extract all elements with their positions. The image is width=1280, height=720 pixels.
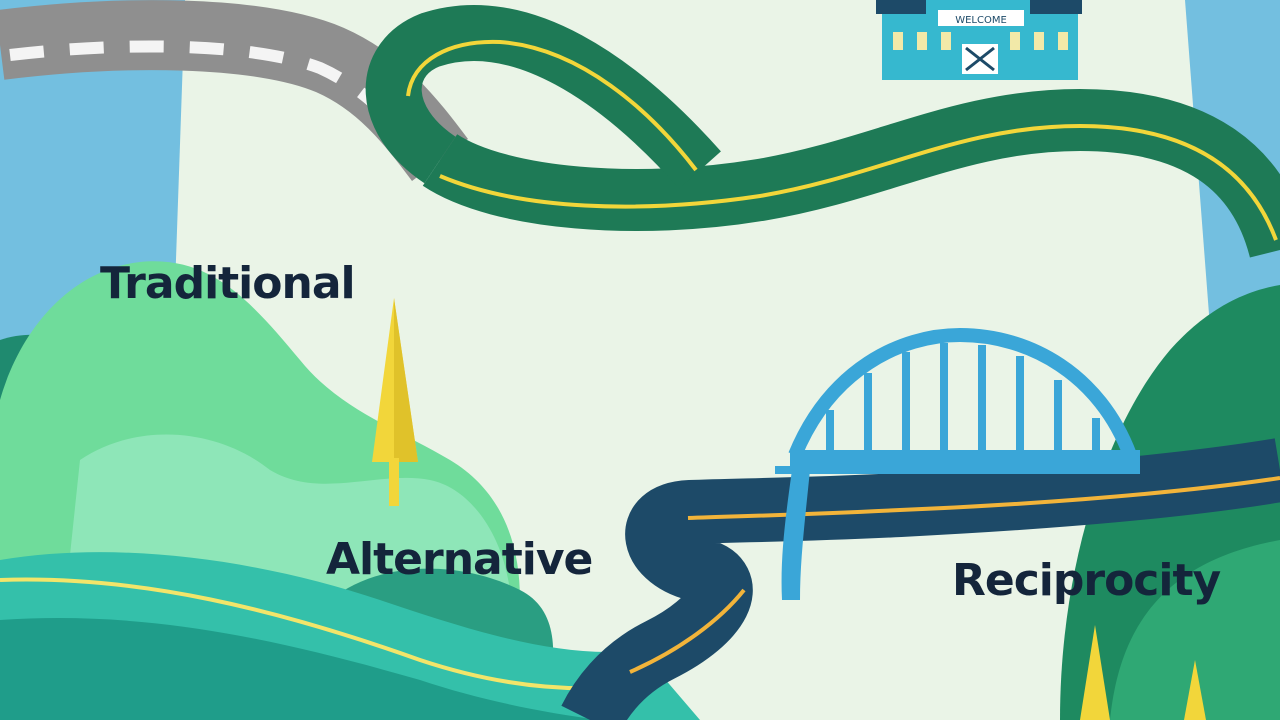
label-traditional: Traditional [100,258,356,309]
label-alternative: Alternative [326,534,593,585]
tree-icon [372,298,418,506]
teal-band-lane [0,577,601,691]
navy-road [561,438,1280,720]
tree-icon-small-1 [1080,625,1110,720]
hill-right-light [1110,540,1280,720]
label-reciprocity: Reciprocity [952,555,1221,606]
building-sign: WELCOME [955,15,1007,26]
tree-icon-small-2 [1184,660,1206,720]
green-road-lane-loop [406,39,698,172]
green-road [422,88,1280,259]
navy-road-lane-lower [629,588,746,674]
green-road-lane-main [439,123,1278,241]
teal-band-dark [0,618,600,720]
building-icon: WELCOME [876,0,1082,80]
navy-road-lane [687,476,1280,520]
bridge-icon [775,327,1140,600]
